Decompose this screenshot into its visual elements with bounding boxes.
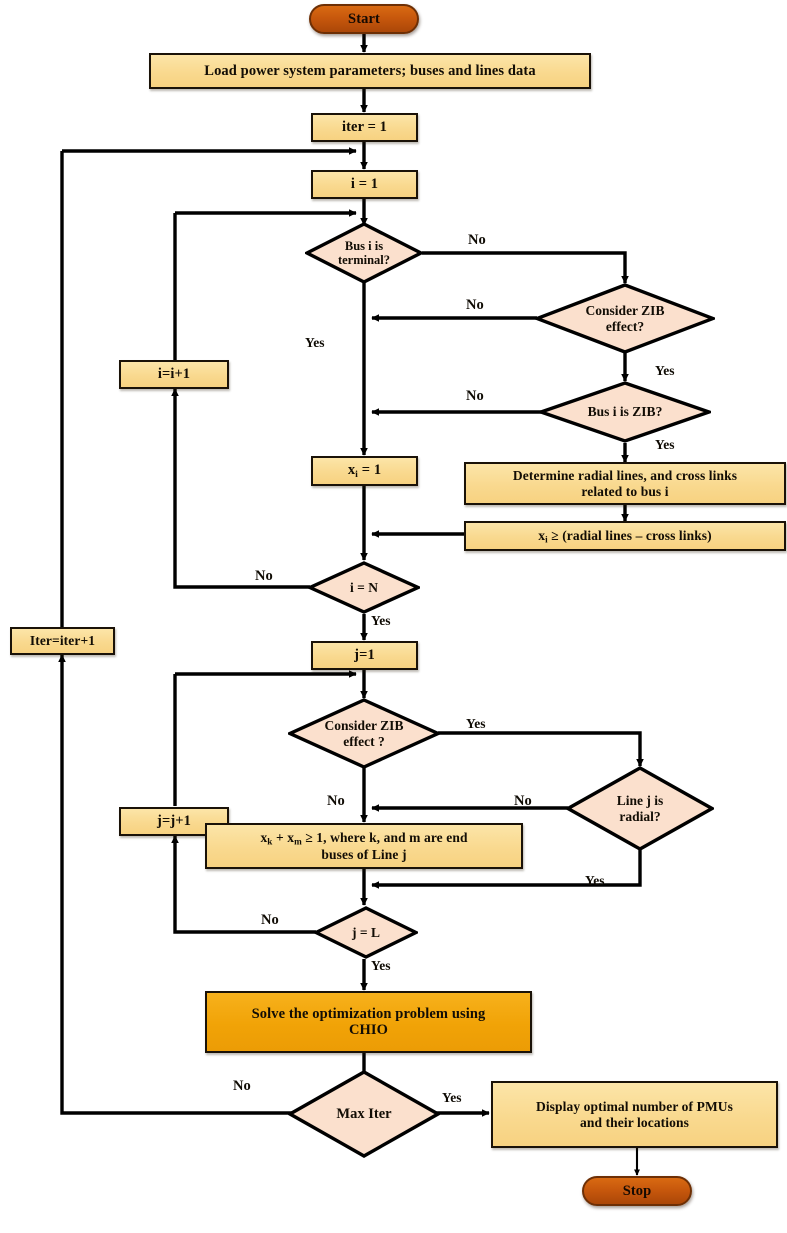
node-i-init[interactable]: i = 1	[311, 170, 418, 199]
node-xi-constraint[interactable]: xi ≥ (radial lines – cross links)	[464, 521, 786, 551]
node-solve-chio-line1: Solve the optimization problem using	[251, 1005, 486, 1022]
node-stop-label: Stop	[622, 1182, 652, 1199]
edge-label-buszib-no: No	[466, 388, 484, 404]
edge-label-terminal-no: No	[468, 232, 486, 248]
node-xk-xm-constraint[interactable]: xk + xm ≥ 1, where k, and m are end buse…	[205, 823, 523, 869]
edge-label-i-eq-n-yes: Yes	[371, 613, 391, 628]
node-consider-zib-effect-1[interactable]: Consider ZIB effect?	[535, 283, 715, 354]
node-i-equals-n-label: i = N	[350, 579, 378, 595]
node-consider-zib-effect-2-line1: Consider ZIB	[324, 718, 404, 734]
node-xk-xm-constraint-line1: xk + xm ≥ 1, where k, and m are end	[260, 830, 468, 847]
node-i-init-label: i = 1	[350, 176, 379, 193]
diamond-shape	[535, 283, 715, 354]
edge-label-max-iter-no: No	[233, 1078, 251, 1094]
diamond-shape	[539, 381, 711, 443]
diamond-shape	[314, 906, 418, 959]
node-bus-is-terminal-line2: terminal?	[337, 253, 391, 267]
diamond-shape	[566, 766, 714, 851]
node-j-equals-l[interactable]: j = L	[314, 906, 418, 959]
node-line-is-radial-line1: Line j is	[616, 793, 664, 809]
node-max-iter-label: Max Iter	[336, 1105, 392, 1122]
diamond-shape	[305, 222, 423, 284]
node-j-increment[interactable]: j=j+1	[119, 807, 229, 836]
edge-label-zib1-no: No	[466, 297, 484, 313]
node-i-increment[interactable]: i=i+1	[119, 360, 229, 389]
node-load-parameters[interactable]: Load power system parameters; buses and …	[149, 53, 591, 89]
node-consider-zib-effect-2-line2: effect ?	[343, 733, 385, 749]
node-j-init-label: j=1	[354, 647, 375, 664]
node-iter-init-label: iter = 1	[341, 119, 388, 136]
node-consider-zib-effect-1-line2: effect?	[605, 318, 645, 334]
node-bus-is-zib-label: Bus i is ZIB?	[587, 404, 663, 420]
edge-label-radial-yes: Yes	[585, 873, 605, 888]
node-bus-is-zib[interactable]: Bus i is ZIB?	[539, 381, 711, 443]
node-j-increment-label: j=j+1	[157, 813, 191, 830]
edge-label-max-iter-yes: Yes	[442, 1090, 462, 1105]
node-j-equals-l-label: j = L	[352, 924, 380, 940]
node-load-parameters-label: Load power system parameters; buses and …	[204, 62, 536, 79]
edge-label-buszib-yes: Yes	[655, 437, 675, 452]
node-i-increment-label: i=i+1	[157, 366, 191, 383]
node-xi-equals-one[interactable]: xi = 1	[311, 456, 418, 486]
node-determine-radial-lines[interactable]: Determine radial lines, and cross links …	[464, 462, 786, 505]
node-iter-increment-label: Iter=iter+1	[29, 633, 96, 649]
edge-label-j-eq-l-yes: Yes	[371, 958, 391, 973]
edge-label-zib2-yes: Yes	[466, 716, 486, 731]
node-start-label: Start	[348, 10, 380, 27]
node-display-result-line1: Display optimal number of PMUs	[535, 1099, 733, 1115]
node-bus-is-terminal[interactable]: Bus i is terminal?	[305, 222, 423, 284]
node-display-result[interactable]: Display optimal number of PMUs and their…	[491, 1081, 778, 1148]
node-iter-increment[interactable]: Iter=iter+1	[10, 627, 115, 655]
node-xk-xm-constraint-line2: buses of Line j	[321, 846, 407, 862]
node-solve-chio[interactable]: Solve the optimization problem using CHI…	[205, 991, 532, 1053]
edge-label-terminal-yes: Yes	[305, 335, 325, 350]
node-line-is-radial-line2: radial?	[619, 808, 661, 824]
node-line-is-radial[interactable]: Line j is radial?	[566, 766, 714, 851]
node-j-init[interactable]: j=1	[311, 641, 418, 670]
node-consider-zib-effect-1-line1: Consider ZIB	[585, 303, 665, 319]
node-solve-chio-line2: CHIO	[348, 1022, 389, 1038]
node-determine-radial-lines-line1: Determine radial lines, and cross links	[512, 468, 738, 484]
node-consider-zib-effect-2[interactable]: Consider ZIB effect ?	[288, 698, 440, 769]
node-max-iter[interactable]: Max Iter	[288, 1070, 440, 1158]
node-iter-init[interactable]: iter = 1	[311, 113, 418, 142]
node-xi-constraint-label: xi ≥ (radial lines – cross links)	[538, 527, 712, 545]
node-xi-equals-one-label: xi = 1	[347, 462, 382, 480]
edge-label-radial-no: No	[514, 793, 532, 809]
edge-label-zib1-yes: Yes	[655, 363, 675, 378]
node-stop[interactable]: Stop	[582, 1176, 692, 1206]
edge-label-i-eq-n-no: No	[255, 568, 273, 584]
diamond-shape	[308, 561, 420, 614]
node-i-equals-n[interactable]: i = N	[308, 561, 420, 614]
diamond-shape	[288, 698, 440, 769]
edge-label-j-eq-l-no: No	[261, 912, 279, 928]
node-display-result-line2: and their locations	[580, 1114, 689, 1130]
node-start[interactable]: Start	[309, 4, 419, 34]
node-determine-radial-lines-line2: related to bus i	[581, 483, 669, 499]
node-bus-is-terminal-line1: Bus i is	[344, 239, 384, 253]
edge-label-zib2-no: No	[327, 793, 345, 809]
diamond-shape	[288, 1070, 440, 1158]
